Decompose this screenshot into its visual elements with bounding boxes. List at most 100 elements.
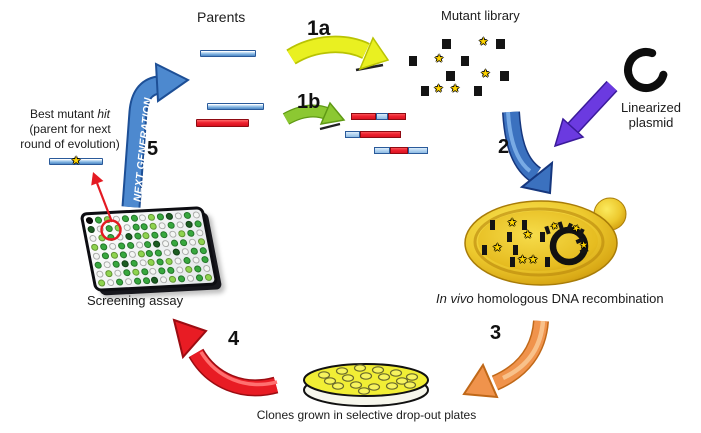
- best-mutant-label-line1: Best mutant hit: [8, 107, 132, 122]
- chimeric-dna-bar: [374, 147, 428, 154]
- assay-well: [103, 215, 112, 224]
- assay-well: [149, 222, 158, 230]
- hit-pointer-arrowhead: [91, 172, 104, 186]
- assay-well: [126, 241, 135, 250]
- assay-well: [131, 268, 140, 276]
- assay-well: [177, 275, 186, 283]
- colony: [367, 383, 381, 391]
- step-3-arrow: [462, 320, 549, 399]
- assay-well: [175, 266, 185, 274]
- dna-segment-red: [359, 131, 401, 138]
- colony: [331, 382, 345, 390]
- in-vivo-recombination-label: In vivo homologous DNA recombination: [436, 291, 664, 306]
- assay-well: [124, 277, 133, 286]
- mutant-dna-bar: ★: [446, 68, 509, 81]
- clones-label: Clones grown in selective drop-out plate…: [256, 408, 477, 422]
- assay-well: [106, 233, 115, 242]
- assay-well: [111, 215, 121, 223]
- assay-well: [104, 224, 114, 233]
- mutant-library-label: Mutant library: [441, 8, 520, 23]
- parents-label: Parents: [197, 9, 246, 25]
- assay-well: [186, 229, 196, 237]
- assay-well: [129, 259, 138, 267]
- mutation-star-icon: ★: [528, 254, 538, 266]
- step-2-arrow: [502, 111, 554, 195]
- assay-well: [102, 261, 112, 269]
- assay-well: [93, 261, 103, 269]
- homology-cap: [482, 244, 487, 255]
- step-1a-arrow: [286, 35, 390, 72]
- assay-well: [160, 231, 169, 239]
- assay-well: [120, 260, 129, 268]
- assay-well: [118, 251, 128, 259]
- assay-well: [168, 230, 178, 238]
- assay-well: [149, 267, 158, 275]
- mutation-star-icon: ★: [434, 53, 444, 65]
- assay-well: [147, 258, 156, 267]
- assay-well: [108, 242, 117, 251]
- homology-cap: [510, 256, 516, 267]
- assay-well: [168, 275, 178, 283]
- homology-cap: [473, 85, 482, 96]
- colony: [317, 371, 331, 379]
- assay-well: [177, 230, 187, 238]
- cell-dna-fragment: ★: [482, 243, 518, 255]
- assay-well: [138, 214, 148, 222]
- colony: [353, 364, 367, 372]
- assay-well: [110, 251, 119, 259]
- assay-well: [156, 213, 165, 221]
- best-mutant-prefix: Best mutant: [29, 107, 98, 121]
- screening-microplate: [79, 206, 219, 292]
- mutation-star-icon: ★: [480, 68, 491, 80]
- homology-cap: [421, 85, 430, 96]
- step-4-arrow: [172, 318, 279, 397]
- plasmid-dna-fragment: ★: [566, 222, 585, 237]
- assay-well: [184, 265, 194, 274]
- assay-well: [191, 256, 201, 264]
- linearized-plasmid-label-line2: plasmid: [628, 115, 674, 130]
- homology-cap: [446, 70, 455, 81]
- assay-well: [124, 232, 133, 241]
- colony: [359, 372, 373, 380]
- assay-well: [145, 249, 154, 258]
- assay-well: [199, 247, 208, 255]
- homology-cap: [522, 219, 527, 230]
- assay-well: [181, 247, 190, 256]
- assay-well: [183, 211, 192, 220]
- parent-dna-bar: [200, 50, 256, 57]
- colony: [323, 377, 337, 385]
- mutation-star-icon: ★: [478, 36, 489, 48]
- cell-dna-fragment: ★: [490, 218, 527, 230]
- assay-well: [184, 220, 194, 229]
- dna-segment-blue: [375, 113, 389, 120]
- assay-well: [174, 257, 183, 265]
- petri-dish: [303, 363, 429, 407]
- cell-dna-fragment: ★: [507, 230, 545, 242]
- homology-cap: [442, 38, 451, 49]
- homology-cap: [539, 231, 545, 242]
- assay-well: [167, 221, 176, 229]
- assay-well: [179, 239, 188, 247]
- homology-cap: [500, 70, 509, 81]
- assay-well: [88, 234, 98, 243]
- assay-well: [192, 211, 201, 219]
- step-1a-number: 1a: [307, 17, 331, 40]
- chimeric-dna-bar: [351, 113, 406, 120]
- assay-well: [97, 279, 106, 287]
- assay-well: [174, 212, 183, 220]
- parent-dna-bar: [207, 103, 264, 110]
- plasmid-dna-fragment: ★: [544, 220, 564, 235]
- assay-well: [151, 231, 160, 239]
- in-vivo-rest: homologous DNA recombination: [473, 291, 664, 306]
- linearized-plasmid-arrow: [553, 80, 618, 148]
- homology-cap: [513, 244, 518, 255]
- assay-well: [193, 265, 203, 273]
- assay-well: [135, 241, 144, 249]
- colony: [403, 381, 417, 389]
- assay-well: [183, 256, 192, 265]
- assay-well: [197, 238, 206, 246]
- assay-well: [94, 216, 103, 224]
- mutant-dna-bar: ★: [442, 36, 505, 49]
- assay-well: [188, 238, 197, 246]
- yeast-cell: [464, 197, 627, 286]
